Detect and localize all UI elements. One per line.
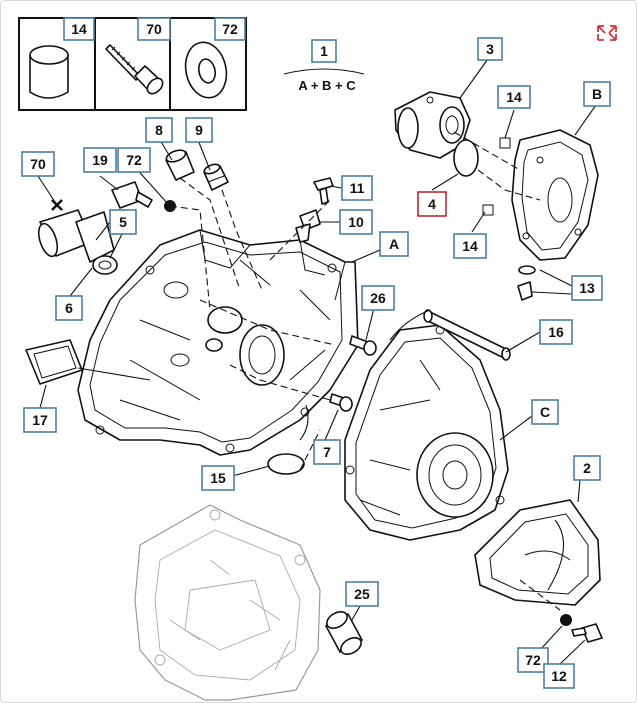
svg-text:72: 72 bbox=[222, 21, 238, 37]
svg-text:14: 14 bbox=[71, 21, 87, 37]
svg-text:72: 72 bbox=[126, 152, 142, 168]
inset-label-72: 72 bbox=[214, 17, 246, 41]
clutch-housing-C bbox=[344, 324, 509, 541]
bushing-part-8 bbox=[165, 149, 195, 181]
label-15: 15 bbox=[201, 465, 235, 491]
svg-text:70: 70 bbox=[146, 21, 162, 37]
expand-arrows-icon[interactable] bbox=[592, 20, 620, 44]
plug-part-15 bbox=[267, 453, 305, 475]
rod-part-16 bbox=[423, 309, 511, 361]
inset-label-70: 70 bbox=[137, 17, 171, 41]
parts-inset: 14 70 72 bbox=[18, 17, 247, 111]
svg-text:8: 8 bbox=[155, 122, 163, 138]
washer-part-72 bbox=[184, 41, 228, 99]
plug-part-9 bbox=[203, 163, 229, 191]
bolt-part-26 bbox=[349, 335, 377, 356]
rear-cover-B bbox=[511, 129, 599, 261]
label-16: 16 bbox=[539, 319, 573, 345]
side-cover-part-2 bbox=[474, 499, 601, 606]
label-7: 7 bbox=[313, 439, 341, 465]
svg-text:25: 25 bbox=[354, 586, 370, 602]
svg-text:C: C bbox=[540, 404, 550, 420]
label-13: 13 bbox=[571, 275, 603, 301]
svg-text:10: 10 bbox=[348, 214, 364, 230]
svg-text:11: 11 bbox=[350, 180, 365, 196]
label-19: 19 bbox=[83, 147, 117, 173]
assembly-formula: 1 A + B + C bbox=[283, 39, 365, 93]
label-2: 2 bbox=[573, 455, 601, 481]
label-10: 10 bbox=[339, 209, 373, 235]
svg-text:16: 16 bbox=[548, 324, 564, 340]
o-ring-part-4 bbox=[453, 139, 479, 177]
sensor-part-19 bbox=[111, 181, 153, 209]
label-26: 26 bbox=[361, 285, 395, 311]
filter-part-17 bbox=[25, 339, 151, 385]
svg-text:4: 4 bbox=[428, 196, 436, 212]
label-9: 9 bbox=[185, 117, 213, 143]
guide-tube-part-6 bbox=[37, 209, 118, 275]
svg-text:A + B + C: A + B + C bbox=[298, 78, 356, 93]
label-5: 5 bbox=[109, 209, 137, 235]
label-14-lower: 14 bbox=[453, 233, 487, 259]
bushing-part-14 bbox=[29, 45, 69, 99]
label-4[interactable]: 4 bbox=[417, 191, 447, 217]
svg-text:72: 72 bbox=[525, 652, 541, 668]
marker-14-upper bbox=[499, 137, 511, 149]
inset-label-14: 14 bbox=[63, 17, 95, 41]
label-14-upper: 14 bbox=[497, 85, 531, 109]
label-A: A bbox=[379, 231, 409, 257]
label-72-upper: 72 bbox=[117, 147, 151, 173]
svg-text:17: 17 bbox=[32, 412, 48, 428]
main-housing-A bbox=[77, 229, 359, 456]
switch-part-10 bbox=[295, 209, 321, 243]
bolt-part-12 bbox=[571, 623, 603, 643]
svg-text:9: 9 bbox=[195, 122, 203, 138]
screw-part-11 bbox=[313, 177, 334, 205]
label-11: 11 bbox=[341, 175, 373, 201]
label-12: 12 bbox=[543, 663, 575, 689]
svg-text:2: 2 bbox=[583, 460, 591, 476]
bolt-part-7 bbox=[329, 393, 353, 412]
label-3: 3 bbox=[477, 37, 503, 61]
label-70: 70 bbox=[21, 151, 55, 177]
shaft-part-25 bbox=[325, 611, 363, 655]
seal-part-5 bbox=[92, 255, 118, 275]
dot-marker-72-lower bbox=[560, 614, 572, 626]
svg-text:14: 14 bbox=[506, 89, 522, 105]
label-25: 25 bbox=[345, 581, 379, 607]
svg-text:26: 26 bbox=[370, 290, 386, 306]
svg-text:6: 6 bbox=[65, 300, 73, 316]
label-B: B bbox=[583, 81, 611, 107]
drain-plug-part-13 bbox=[517, 265, 536, 301]
svg-text:15: 15 bbox=[210, 470, 226, 486]
label-8: 8 bbox=[145, 117, 173, 143]
label-C: C bbox=[531, 399, 559, 425]
svg-text:14: 14 bbox=[462, 238, 478, 254]
bolt-part-70 bbox=[105, 44, 164, 95]
svg-text:5: 5 bbox=[119, 214, 127, 230]
cross-marker-70 bbox=[51, 199, 63, 211]
svg-text:13: 13 bbox=[579, 280, 595, 296]
label-17: 17 bbox=[23, 407, 57, 433]
marker-14-lower bbox=[482, 204, 494, 216]
label-6: 6 bbox=[55, 295, 83, 321]
ghost-housing-outline bbox=[134, 504, 321, 701]
svg-text:B: B bbox=[592, 86, 602, 102]
svg-text:19: 19 bbox=[92, 152, 108, 168]
svg-text:3: 3 bbox=[486, 41, 494, 57]
label-72-lower: 72 bbox=[517, 647, 549, 673]
svg-text:7: 7 bbox=[323, 444, 331, 460]
svg-text:70: 70 bbox=[30, 156, 46, 172]
svg-text:12: 12 bbox=[551, 668, 567, 684]
svg-text:1: 1 bbox=[320, 43, 328, 59]
svg-text:A: A bbox=[389, 236, 399, 252]
